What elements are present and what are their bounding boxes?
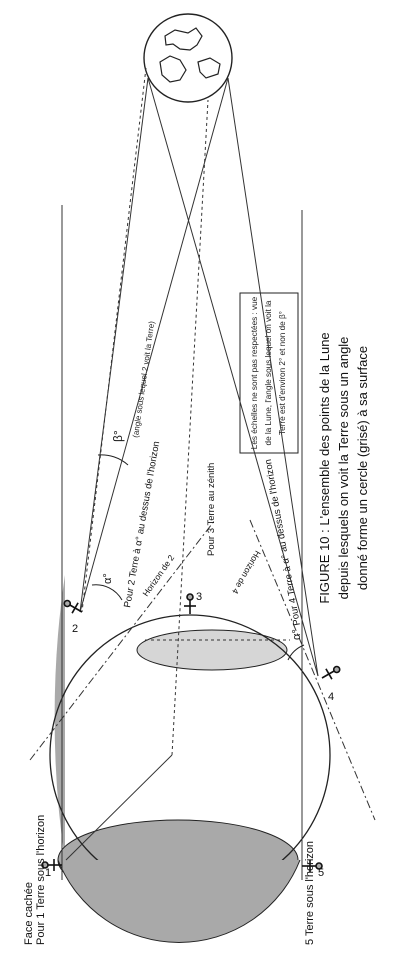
earth-circle [143,13,233,103]
label-pour-4: Pour 4 Terre à α° au dessus de l'horizon [263,458,303,626]
beta-arc [97,454,129,466]
note-line-2: de la Lune, l'angle sous lequel on voit … [264,300,273,445]
observer-5 [302,860,323,872]
label-beta: β° [111,430,125,442]
edge-guides [61,205,303,880]
continent-outline-3 [197,57,221,79]
line-earth-to-4-a [147,77,319,677]
line-earth-dashed-left [81,67,147,613]
observers [41,593,341,872]
horizon-2-line [29,519,216,761]
observer-1 [41,859,62,871]
caption-line-2: depuis lesquels on voit la Terre sous un… [336,337,351,600]
radius-1 [65,754,173,861]
number-3: 3 [196,591,202,603]
observer-2 [63,599,83,614]
label-alpha-left: α° [102,573,114,584]
line-earth-to-4-b [227,77,319,677]
label-alpha-right: α° [291,629,303,640]
moon-hidden-face-cap [57,859,301,943]
number-5: 5 [318,867,324,879]
continent-outline [164,27,203,51]
caption-line-3: donné forme un cercle (grisé) à sa surfa… [355,346,370,590]
observer-3 [184,593,196,614]
note-line-3: Terre est d'environ 2° et non de β° [278,311,287,435]
sight-lines [79,67,319,677]
alpha-arc-left [91,584,123,601]
moon [49,575,331,943]
moon-internal-lines [29,99,376,861]
label-horizon-4: Horizon de 4 [230,549,263,596]
label-pour-5: 5 Terre sous l'horizon [304,841,316,945]
line-earth-to-2-b [79,77,229,613]
observer-4 [321,665,341,680]
scale-note-box: Les échelles ne sont pas respectées : vu… [239,292,299,454]
number-4: 4 [328,691,334,703]
alpha-arc-right [287,644,305,661]
earth [143,13,233,103]
label-pour-1: Pour 1 Terre sous l'horizon [35,815,47,945]
horizon-4-line [249,519,376,821]
label-face-cachee: Face cachée [23,882,35,945]
angle-arcs [91,454,305,661]
label-pour-3: Pour 3 Terre au zénith [206,463,217,556]
number-2: 2 [72,623,78,635]
figure-caption: FIGURE 10 : L'ensemble des points de la … [317,332,370,603]
number-1: 1 [45,867,51,879]
label-horizon-2: Horizon de 2 [140,553,176,598]
note-frame [239,292,299,454]
caption-line-1: FIGURE 10 : L'ensemble des points de la … [317,332,332,603]
center-to-zenith [171,99,209,756]
moon-hidden-face [54,575,65,860]
label-beta-note: (angle sous lequel 2 voit la Terre) [131,320,156,438]
line-earth-to-2-a [79,77,149,613]
continent-outline-2 [159,55,187,83]
note-line-1: Les échelles ne sont pas respectées : vu… [250,296,259,449]
